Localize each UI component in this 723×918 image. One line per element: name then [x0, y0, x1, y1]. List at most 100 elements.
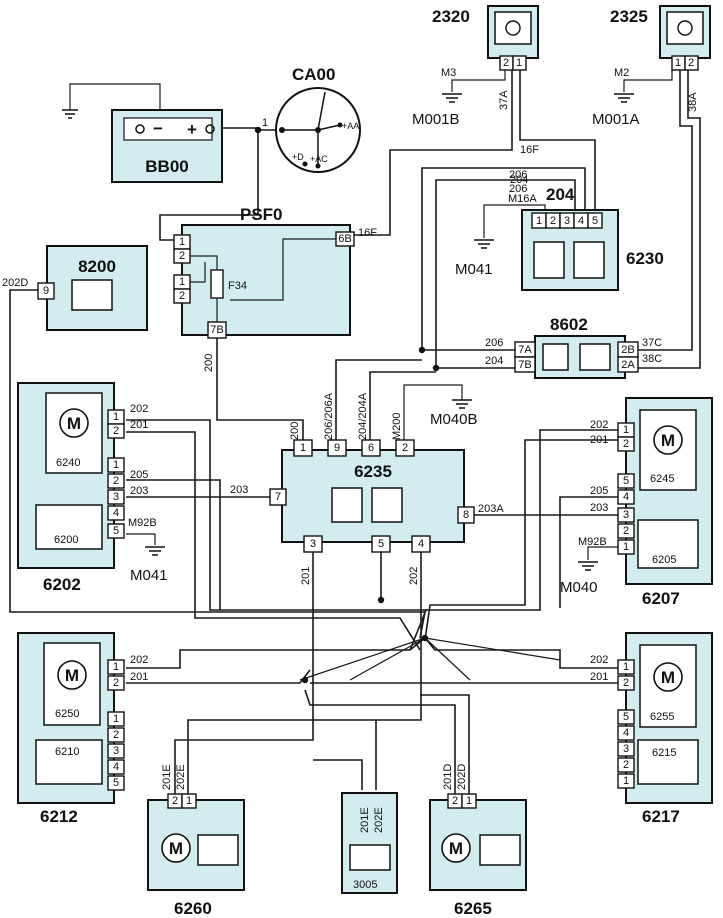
- svg-text:M: M: [67, 414, 81, 433]
- svg-text:M041: M041: [455, 261, 493, 278]
- module-6230-label: 6230: [626, 249, 664, 268]
- svg-text:M: M: [661, 668, 675, 687]
- svg-text:5: 5: [592, 215, 598, 227]
- svg-text:4: 4: [578, 215, 584, 227]
- motor-6255-label: 6255: [650, 711, 674, 723]
- fuse-f34: [210, 269, 224, 299]
- svg-text:4: 4: [623, 727, 629, 739]
- svg-text:4: 4: [113, 507, 119, 519]
- svg-text:7A: 7A: [518, 344, 532, 356]
- svg-text:202E: 202E: [373, 807, 385, 833]
- car-icon: [479, 834, 521, 866]
- svg-text:206: 206: [485, 337, 503, 349]
- svg-text:2: 2: [550, 215, 556, 227]
- svg-text:M: M: [65, 666, 79, 685]
- svg-text:7: 7: [275, 491, 281, 503]
- svg-text:M041: M041: [130, 567, 168, 584]
- motor-icon: [441, 833, 471, 863]
- svg-text:201E: 201E: [359, 807, 371, 833]
- lamp-2320: 2320 2 1 37A: [432, 5, 539, 110]
- svg-text:F34: F34: [228, 280, 247, 292]
- svg-text:2: 2: [623, 525, 629, 537]
- wire-37a-label: 37A: [498, 90, 510, 110]
- svg-text:1: 1: [466, 795, 472, 807]
- svg-text:1: 1: [675, 57, 681, 69]
- horn-icon: [579, 343, 611, 371]
- bb00-label: BB00: [145, 157, 188, 176]
- svg-text:2: 2: [179, 290, 185, 302]
- motor-icon: [653, 425, 683, 455]
- svg-text:M200: M200: [391, 412, 403, 440]
- motor-6240-label: 6240: [56, 457, 80, 469]
- svg-text:206: 206: [509, 169, 527, 181]
- svg-text:M040: M040: [560, 579, 598, 596]
- switch-6215-box: [637, 739, 699, 785]
- ground-m041-top: M041: [455, 239, 494, 278]
- svg-text:204: 204: [510, 174, 528, 186]
- module-8200: 8200 9 202D: [2, 245, 148, 331]
- switch-6215-label: 6215: [652, 747, 676, 759]
- svg-text:9: 9: [43, 285, 49, 297]
- svg-text:37C: 37C: [642, 337, 662, 349]
- svg-text:201: 201: [130, 671, 148, 683]
- svg-text:202E: 202E: [175, 764, 187, 790]
- svg-text:M: M: [169, 839, 183, 858]
- switch-6200-label: 6200: [54, 534, 78, 546]
- svg-text:2: 2: [179, 250, 185, 262]
- svg-text:201: 201: [300, 567, 312, 585]
- svg-text:2: 2: [402, 442, 408, 454]
- module-6235: 200 206/206A 204/204A M200 1 9 6 2 6235 …: [230, 392, 504, 585]
- ca00-ignition: CA00 +AA +D +AC: [275, 65, 361, 173]
- motor-icon: [57, 660, 87, 690]
- battery-bb00: − + BB00 1: [62, 109, 268, 183]
- svg-text:4: 4: [623, 491, 629, 503]
- ground-m001a: M2 M001A: [592, 67, 640, 128]
- motor-module-6260: 201E 202E 2 1 M 6260: [147, 764, 245, 918]
- svg-text:−: −: [153, 119, 163, 138]
- svg-text:203: 203: [130, 485, 148, 497]
- svg-text:3: 3: [623, 509, 629, 521]
- svg-text:3: 3: [623, 743, 629, 755]
- car-icon: [197, 834, 239, 866]
- svg-text:201D: 201D: [442, 764, 454, 790]
- svg-text:M: M: [449, 839, 463, 858]
- svg-text:38C: 38C: [642, 353, 662, 365]
- ground-m040-right: M040: [560, 561, 598, 596]
- svg-text:1: 1: [113, 713, 119, 725]
- svg-text:2B: 2B: [621, 344, 634, 356]
- svg-text:2: 2: [452, 795, 458, 807]
- relay-icon: [542, 343, 569, 371]
- svg-text:+AA: +AA: [342, 121, 359, 131]
- svg-text:1: 1: [300, 442, 306, 454]
- svg-text:204/204A: 204/204A: [357, 392, 369, 440]
- svg-text:200: 200: [289, 422, 301, 440]
- psf0-fusebox: PSF0 1 2 1 2 6B 7B F34 16F 200: [173, 205, 377, 372]
- bulb-icon: [505, 20, 521, 36]
- svg-text:4: 4: [113, 761, 119, 773]
- svg-text:2A: 2A: [621, 359, 635, 371]
- door-module-6202: M 6240 6200 1 2 1 2 3 4 5 202 201 205 20…: [17, 382, 157, 594]
- svg-text:2: 2: [113, 425, 119, 437]
- svg-text:M3: M3: [441, 67, 456, 79]
- svg-text:201: 201: [130, 419, 148, 431]
- svg-text:202: 202: [408, 567, 420, 585]
- svg-text:201: 201: [590, 434, 608, 446]
- ground-m041-left: M041: [130, 546, 168, 584]
- bulb-icon: [677, 20, 693, 36]
- door-module-6217: M 6255 6215 1 2 5 4 3 2 1 202 201 6217: [590, 632, 713, 826]
- svg-text:1: 1: [262, 117, 268, 129]
- svg-text:M92B: M92B: [128, 517, 157, 529]
- module-6235-label: 6235: [354, 462, 392, 481]
- svg-text:202: 202: [590, 654, 608, 666]
- module-6265-label: 6265: [454, 899, 492, 918]
- junction-dots: [254, 126, 440, 684]
- svg-text:1: 1: [113, 459, 119, 471]
- svg-text:1: 1: [186, 795, 192, 807]
- module-6260-label: 6260: [174, 899, 212, 918]
- svg-text:M001A: M001A: [592, 111, 640, 128]
- svg-text:5: 5: [378, 538, 384, 550]
- motor-6245-label: 6245: [650, 473, 674, 485]
- svg-text:1: 1: [113, 661, 119, 673]
- svg-text:M001B: M001B: [412, 111, 460, 128]
- switch-6210-label: 6210: [55, 746, 79, 758]
